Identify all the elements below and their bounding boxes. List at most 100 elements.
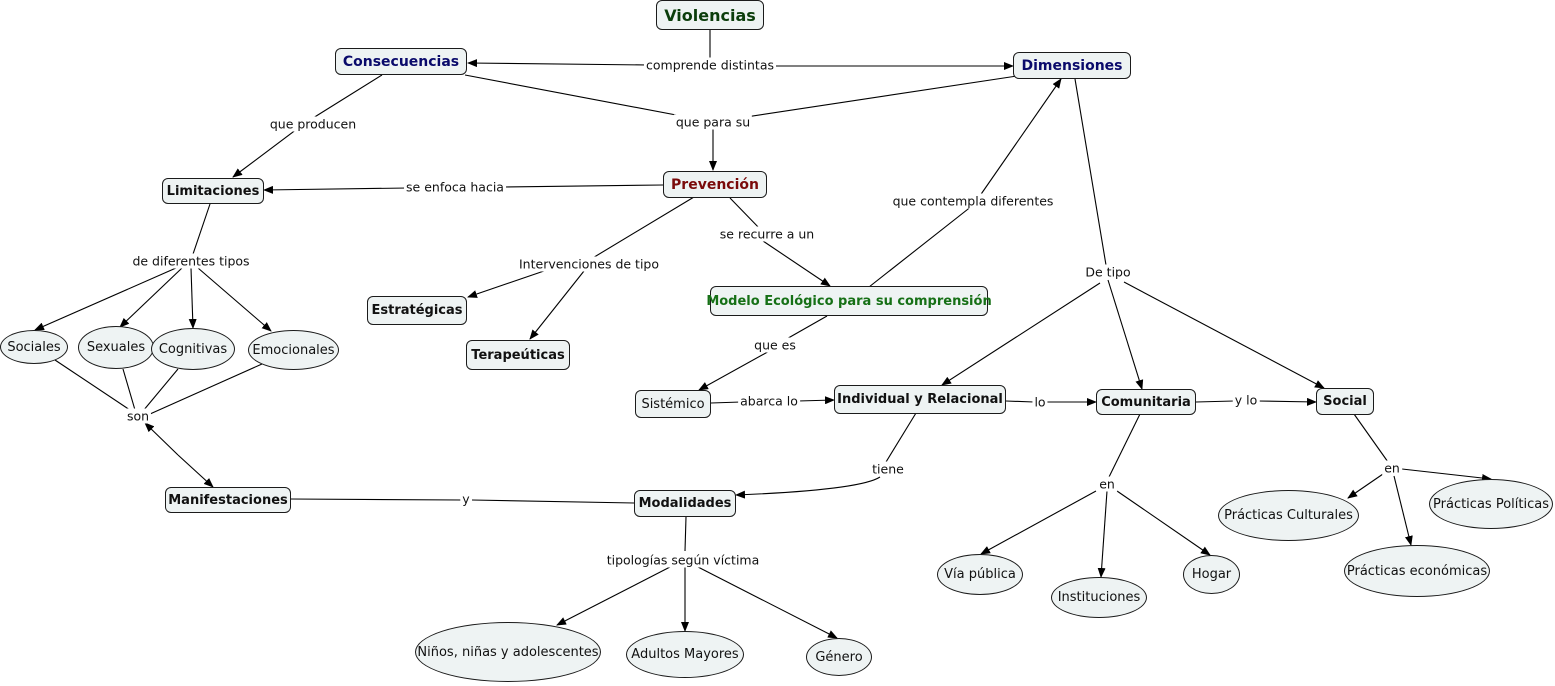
concept-dimensiones[interactable]: Dimensiones (1013, 52, 1131, 79)
edge-prevencion-intervenciones (585, 196, 695, 263)
edge-tipos-cognitivas (188, 267, 197, 329)
edge-dimensiones-detipo (1074, 78, 1107, 266)
edge-ylo-social (1257, 397, 1317, 406)
concept-sexuales-label: Sexuales (86, 340, 146, 355)
edge-prevencion-serecurre (729, 197, 764, 233)
concept-practicas-culturales-label: Prácticas Culturales (1224, 508, 1353, 523)
edge-modalidades-tipologias (684, 516, 687, 552)
concept-practicas-economicas-label: Prácticas económicas (1346, 563, 1488, 579)
link-que-producen: que producen (267, 116, 359, 132)
link-se-recurre-a-un: se recurre a un (717, 226, 817, 242)
link-que-contempla-diferentes: que contempla diferentes (890, 193, 1056, 209)
edge-tipos-sexuales (119, 267, 183, 328)
concept-practicas-culturales[interactable]: Prácticas Culturales (1218, 490, 1359, 541)
concept-emocionales[interactable]: Emocionales (248, 330, 339, 370)
concept-social-label: Social (1323, 394, 1367, 409)
edge-tipologias-genero (697, 566, 838, 639)
concept-instituciones[interactable]: Instituciones (1051, 577, 1147, 618)
link-en-comunitaria: en (1097, 476, 1117, 492)
edge-en-viapublica (980, 490, 1097, 555)
concept-genero[interactable]: Género (806, 638, 872, 676)
link-abarca-lo: abarca lo (738, 393, 800, 409)
concept-via-publica[interactable]: Vía pública (937, 554, 1023, 595)
concept-sociales-label: Sociales (7, 339, 61, 355)
concept-adultos-mayores-label: Adultos Mayores (631, 647, 739, 662)
concept-sociales[interactable]: Sociales (0, 330, 68, 364)
concept-social[interactable]: Social (1316, 388, 1374, 415)
concept-individual-relacional[interactable]: Individual y Relacional (834, 385, 1006, 414)
concept-comunitaria-label: Comunitaria (1101, 394, 1191, 410)
edge-serecurre-modelo (762, 240, 831, 287)
concept-sexuales[interactable]: Sexuales (78, 326, 154, 369)
edge-modelo-quecontempla (868, 201, 978, 288)
concept-prevencion[interactable]: Prevención (663, 171, 767, 198)
concept-genero-label: Género (815, 649, 863, 665)
edge-tipos-sociales (34, 267, 177, 331)
link-intervenciones-de-tipo: Intervenciones de tipo (517, 256, 661, 272)
concept-modalidades[interactable]: Modalidades (634, 490, 736, 517)
link-en-social: en (1382, 460, 1402, 476)
concept-estrategicas-label: Estratégicas (371, 303, 463, 318)
concept-modelo-ecologico[interactable]: Modelo Ecológico para su comprensión (706, 286, 992, 316)
concept-practicas-economicas[interactable]: Prácticas económicas (1344, 545, 1490, 597)
edge-consecuencias-queparasu (464, 74, 714, 123)
edge-comprende-consecuencias (467, 59, 649, 68)
concept-violencias[interactable]: Violencias (656, 0, 764, 30)
edge-limitaciones-tipos (190, 203, 211, 261)
concept-individual-relacional-label: Individual y Relacional (837, 392, 1003, 407)
concept-emocionales-label: Emocionales (252, 342, 335, 358)
edge-social-en (1353, 413, 1389, 463)
edge-sociales-son (54, 359, 134, 413)
edge-individual-tiene (885, 412, 917, 463)
concept-dimensiones-label: Dimensiones (1021, 57, 1123, 74)
edge-intervenciones-estrategicas (467, 270, 545, 298)
link-se-enfoca-hacia: se enfoca hacia (404, 179, 506, 195)
concept-consecuencias-label: Consecuencias (342, 53, 460, 70)
link-comprende-distintas: comprende distintas (644, 57, 776, 73)
concept-adultos-mayores[interactable]: Adultos Mayores (626, 631, 744, 678)
concept-terapeuticas[interactable]: Terapeúticas (466, 340, 570, 370)
concept-limitaciones[interactable]: Limitaciones (162, 178, 264, 204)
edge-detipo-social (1123, 281, 1325, 389)
concept-sistemico[interactable]: Sistémico (635, 390, 711, 418)
link-de-tipo: De tipo (1083, 264, 1133, 280)
concept-prevencion-label: Prevención (671, 176, 759, 193)
edge-manifestaciones-y (289, 498, 463, 501)
concept-cognitivas-label: Cognitivas (158, 341, 228, 357)
edge-sexuales-son (122, 368, 136, 411)
edge-quees-sistemico (698, 348, 774, 391)
edge-detipo-comunitaria (1107, 279, 1144, 390)
edge-comunitaria-ylo (1195, 400, 1235, 403)
edge-individual-lo (1005, 400, 1035, 403)
link-y-lo: y lo (1232, 392, 1260, 408)
edge-consecuencias-queproducen (304, 74, 383, 124)
edge-tipologias-ninos (556, 566, 671, 626)
concept-hogar[interactable]: Hogar (1183, 555, 1240, 594)
concept-cognitivas[interactable]: Cognitivas (151, 328, 235, 370)
concept-practicas-politicas[interactable]: Prácticas Políticas (1429, 479, 1553, 529)
concept-via-publica-label: Vía pública (944, 567, 1016, 582)
concept-ninos[interactable]: Niños, niñas y adolescentes (415, 622, 601, 682)
link-tiene: tiene (870, 461, 906, 477)
edge-sistemico-abarca (710, 401, 742, 404)
edge-intervenciones-terapeuticas (529, 270, 585, 340)
edge-quecontempla-dimensiones (976, 78, 1062, 201)
edge-y-modalidades (471, 499, 635, 504)
edge-emocionales-son (149, 363, 263, 415)
link-son: son (124, 408, 152, 424)
concept-practicas-politicas-label: Prácticas Políticas (1433, 496, 1549, 512)
edge-en-politicas (1401, 468, 1492, 482)
concept-comunitaria[interactable]: Comunitaria (1096, 389, 1196, 415)
concept-consecuencias[interactable]: Consecuencias (335, 48, 467, 75)
concept-modelo-ecologico-label: Modelo Ecológico para su comprensión (706, 293, 992, 309)
edge-tipos-emocionales (197, 267, 272, 332)
concept-estrategicas[interactable]: Estratégicas (367, 296, 467, 325)
concept-manifestaciones[interactable]: Manifestaciones (165, 487, 291, 513)
concept-instituciones-label: Instituciones (1057, 590, 1141, 605)
concept-violencias-label: Violencias (664, 5, 756, 25)
edge-tiene-modalidades (735, 476, 881, 499)
concept-ninos-label: Niños, niñas y adolescentes (417, 644, 599, 660)
link-de-diferentes-tipos: de diferentes tipos (130, 253, 252, 269)
concept-sistemico-label: Sistémico (641, 396, 705, 412)
